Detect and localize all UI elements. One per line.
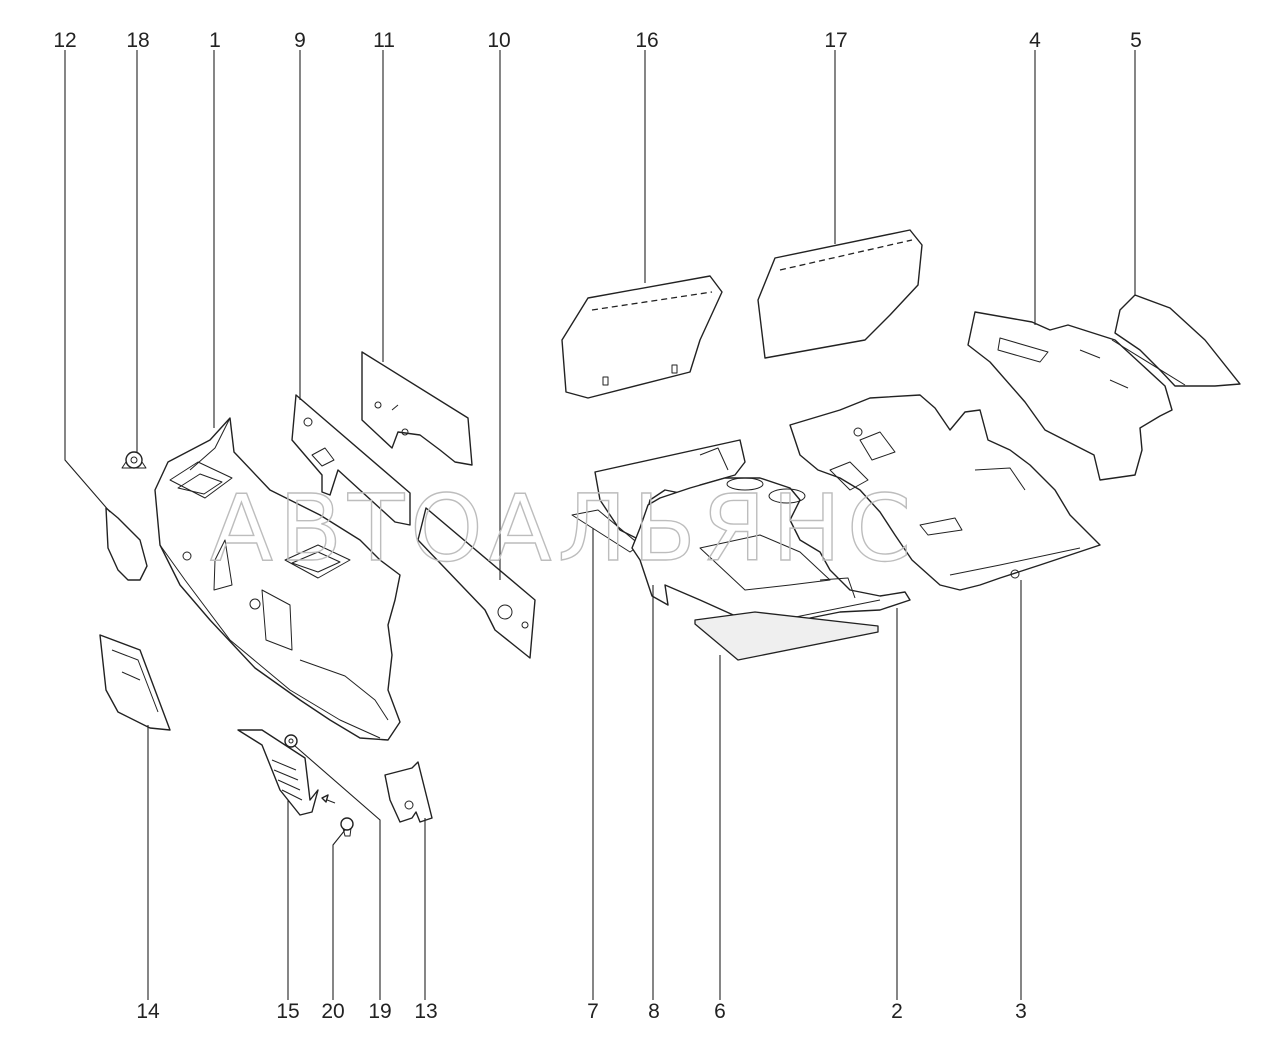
label-13: 13 xyxy=(414,1000,437,1023)
part-15-panel xyxy=(237,729,319,816)
part-1-dash-insulation xyxy=(154,417,401,741)
part-19-clip xyxy=(284,734,298,748)
part-8-tunnel xyxy=(631,477,911,626)
part-16-panel xyxy=(561,275,723,399)
label-6: 6 xyxy=(714,1000,726,1023)
part-17-panel xyxy=(757,229,923,359)
label-14: 14 xyxy=(136,1000,160,1023)
label-5: 5 xyxy=(1130,29,1142,52)
part-4-floor xyxy=(967,311,1173,481)
label-9: 9 xyxy=(294,29,306,52)
part-11-pad xyxy=(361,351,473,466)
label-4: 4 xyxy=(1029,29,1041,52)
label-16: 16 xyxy=(635,29,658,52)
part-6-mat xyxy=(694,611,879,661)
part-3-carpet xyxy=(789,394,1101,591)
leader-12 xyxy=(64,50,111,513)
part-14-panel xyxy=(99,634,171,731)
label-20: 20 xyxy=(321,1000,344,1023)
part-13-panel xyxy=(384,761,433,823)
part-9-pad xyxy=(291,394,411,526)
label-7: 7 xyxy=(587,1000,599,1023)
label-10: 10 xyxy=(487,29,510,52)
label-15: 15 xyxy=(276,1000,299,1023)
label-8: 8 xyxy=(648,1000,660,1023)
part-10-pad xyxy=(417,507,536,659)
leader-20 xyxy=(332,829,346,1000)
label-2: 2 xyxy=(891,1000,903,1023)
label-19: 19 xyxy=(368,1000,391,1023)
part-18-clip xyxy=(121,451,147,469)
leader-19 xyxy=(294,745,381,1000)
label-11: 11 xyxy=(373,29,395,52)
watermark-text: АВТОАЛЬЯНС xyxy=(210,475,917,582)
label-12: 12 xyxy=(53,29,76,52)
leader-lines xyxy=(64,50,1136,1000)
label-18: 18 xyxy=(126,29,149,52)
label-3: 3 xyxy=(1015,1000,1027,1023)
bottom-labels: 14 15 20 19 13 7 8 6 2 3 xyxy=(136,1000,1027,1023)
label-17: 17 xyxy=(824,29,847,52)
part-12-panel xyxy=(105,507,148,581)
part-20-screw xyxy=(321,794,354,837)
label-1: 1 xyxy=(209,29,221,52)
top-labels: 12 18 1 9 11 10 16 17 4 5 xyxy=(53,29,1142,52)
part-5-floor xyxy=(1111,294,1241,387)
